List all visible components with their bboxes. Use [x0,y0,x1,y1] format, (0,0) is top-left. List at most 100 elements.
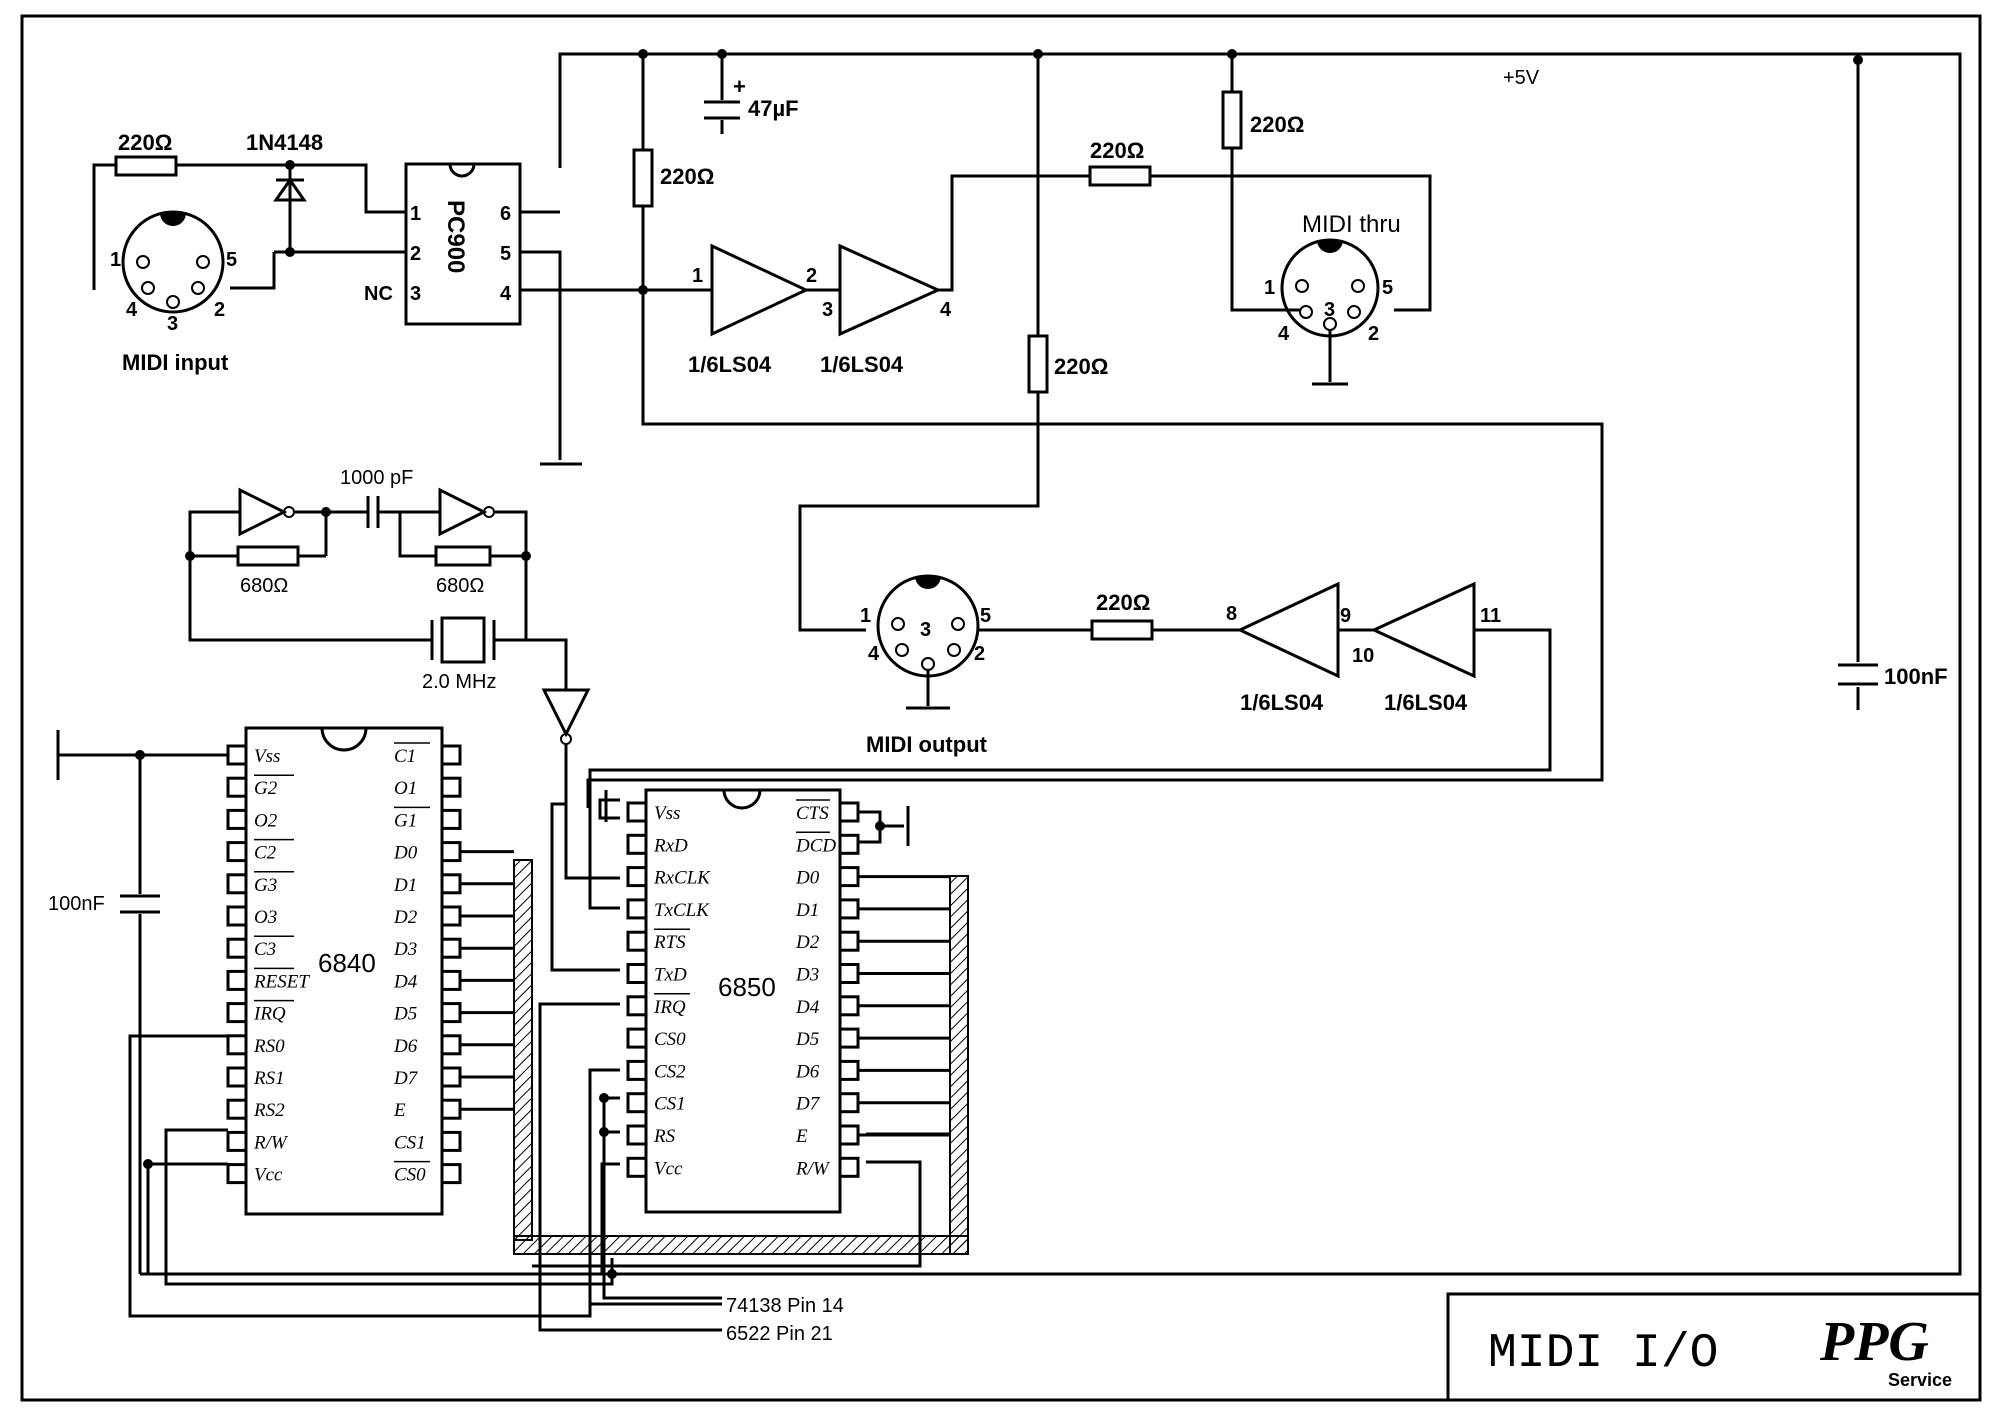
supply-label: +5V [1503,67,1540,89]
drawing-frame [20,14,1982,1402]
cap-100nf-right-label: 100nF [1884,664,1948,689]
svg-text:2: 2 [1368,323,1379,345]
midi-input-label: MIDI input [122,350,229,375]
svg-text:3: 3 [920,619,931,641]
svg-text:1: 1 [110,249,121,271]
svg-text:9: 9 [1340,605,1351,627]
cap-100nf-right: 100nF [1838,60,1948,710]
ic6850-pin-left: RxCLK [653,868,711,889]
svg-text:1/6LS04: 1/6LS04 [820,352,904,377]
ic6850-pin-left: CS2 [654,1061,686,1082]
ic6840-pin-right: E [393,1100,406,1121]
ic6850-pin-left: IRQ [653,997,686,1018]
svg-text:4: 4 [940,299,952,321]
ic6850-pin-right: E [795,1126,808,1147]
svg-text:220Ω: 220Ω [1054,354,1108,379]
ic6840-pin-left: O2 [254,810,278,831]
ic6840-pin-left: RS2 [253,1100,285,1121]
data-bus [513,859,969,1255]
ic6840-pin-right: D3 [393,939,417,960]
pc900-optocoupler: PC900 1 2 3 6 5 4 NC [364,162,700,466]
output-pullup: 220Ω [798,54,1108,632]
ic6850-name: 6850 [718,972,776,1002]
pc900-nc: NC [364,283,393,305]
ic6840-pin-left: C2 [254,843,277,864]
ic6840-pin-right: CS0 [394,1165,426,1186]
svg-text:4: 4 [500,283,512,305]
ic6840-pin-right: D1 [393,875,417,896]
svg-text:2: 2 [214,299,225,321]
svg-text:680Ω: 680Ω [436,575,484,597]
ic6850-pin-left: RTS [653,932,686,953]
diode-label: 1N4148 [246,130,323,155]
ic6840-pin-left: RS0 [253,1036,285,1057]
ic6840-pin-left: RESET [253,971,310,992]
svg-text:74138 Pin 14: 74138 Pin 14 [726,1295,844,1317]
svg-text:5: 5 [980,605,991,627]
svg-text:2.0 MHz: 2.0 MHz [422,671,496,693]
ic6840-pin-left: G2 [254,778,278,799]
svg-text:220Ω: 220Ω [1250,112,1304,137]
ic6840-name: 6840 [318,948,376,978]
svg-text:5: 5 [500,243,511,265]
ic6840-pin-right: O1 [394,778,417,799]
pc900-name: PC900 [442,200,469,273]
svg-text:2: 2 [410,243,421,265]
svg-text:4: 4 [1278,323,1290,345]
ic6850-pin-left: RxD [653,835,688,856]
ic6840-pin-left: R/W [253,1132,289,1153]
ic6850-pin-left: Vcc [654,1158,683,1179]
ic6840-pin-right: D4 [393,971,418,992]
svg-text:220Ω: 220Ω [1090,138,1144,163]
ic6840-pin-left: G3 [254,875,277,896]
control-wiring [128,1002,950,1332]
ic6840-pin-left: IRQ [253,1004,286,1025]
ic6840-pin-left: Vss [254,746,280,767]
ic6850-pin-left: TxD [654,965,687,986]
midi-thru-label: MIDI thru [1302,211,1401,238]
ic-6850: 6850 VssRxDRxCLKTxCLKRTSTxDIRQCS0CS2CS1R… [598,788,950,1214]
ic6850-pin-right: D5 [795,1029,819,1050]
svg-text:100nF: 100nF [48,893,105,915]
svg-text:2: 2 [806,265,817,287]
ic6840-pin-right: D7 [393,1068,419,1089]
ic6850-pin-right: D6 [795,1061,820,1082]
title-text: MIDI I/O [1488,1327,1718,1381]
svg-text:1/6LS04: 1/6LS04 [1384,690,1468,715]
svg-text:680Ω: 680Ω [240,575,288,597]
svg-text:1: 1 [410,203,421,225]
title-block: MIDI I/O PPG Service [1446,1292,1982,1402]
ic6850-pin-right: CTS [796,803,829,824]
svg-text:1: 1 [1264,277,1275,299]
ic6840-pin-left: RS1 [253,1068,285,1089]
midi-input-resistor-label: 220Ω [118,130,172,155]
svg-text:6: 6 [500,203,511,225]
ppg-logo-sub: Service [1888,1370,1952,1390]
midi-output-label: MIDI output [866,732,988,757]
oscillator: 1000 pF 680Ω 680Ω 2.0 MHz [185,467,620,972]
supply-rail: +5V [140,49,1962,1276]
svg-text:5: 5 [1382,277,1393,299]
ic6850-pin-right: DCD [795,835,836,856]
ic6840-pin-right: G1 [394,810,417,831]
midi-input-jack: 1 5 4 3 2 MIDI input 220Ω 1N4148 [92,130,406,375]
ic6850-pin-right: D3 [795,965,819,986]
svg-text:10: 10 [1352,645,1374,667]
svg-text:220Ω: 220Ω [660,164,714,189]
ic6850-pin-right: R/W [795,1158,831,1179]
svg-text:3: 3 [1324,299,1335,321]
midi-thru-section: 220Ω 220Ω 1 5 4 3 2 MIDI thru [938,54,1432,386]
svg-text:1: 1 [860,605,871,627]
inverter-b: 3 4 1/6LS04 [806,243,952,377]
ppg-logo: PPG [1819,1311,1929,1373]
ic6850-pin-left: Vss [654,803,680,824]
svg-text:6522 Pin 21: 6522 Pin 21 [726,1323,833,1345]
ic-6840: 6840 VssG2O2C2G3O3C3RESETIRQRS0RS1RS2R/W… [226,726,514,1216]
ic6850-pin-right: D1 [795,900,819,921]
svg-text:47µF: 47µF [748,96,799,121]
ic6840-pin-right: C1 [394,746,416,767]
ic6840-pin-right: CS1 [394,1132,426,1153]
ic6850-pin-right: D2 [795,932,820,953]
ic6850-pin-right: D0 [795,868,820,889]
